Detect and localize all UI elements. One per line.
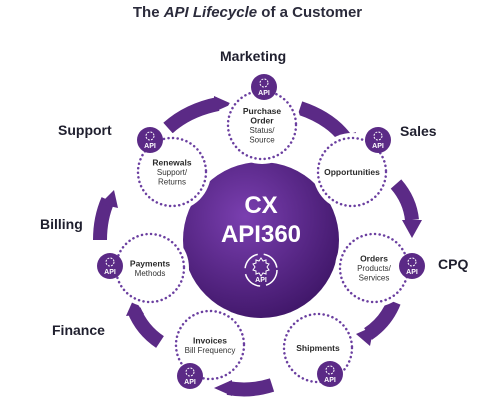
arrow-sales-to-cpq xyxy=(390,179,419,221)
node-sub-text: Products/ xyxy=(357,264,392,273)
node-sub-text: Bill Frequency xyxy=(185,346,236,355)
api-badge-text: API xyxy=(372,143,384,150)
center-hub: CX API360 API xyxy=(183,162,339,318)
arrow-renewals-to-purchase xyxy=(163,97,220,134)
node-sub-text: Status/ xyxy=(250,126,276,135)
stage-label-billing: Billing xyxy=(40,216,83,232)
node-title-text: Payments xyxy=(130,258,170,268)
node-sub-text: Support/ xyxy=(157,168,188,177)
node-dotted-ring xyxy=(316,136,388,208)
node-sub-text: Services xyxy=(359,274,390,283)
node-title-text: Orders xyxy=(360,254,388,264)
diagram-title: The API Lifecycle of a Customer xyxy=(132,4,363,21)
api-badge-text: API xyxy=(184,379,196,386)
node-sub-text: Methods xyxy=(135,269,166,278)
stage-label-marketing: Marketing xyxy=(220,48,287,64)
api-badge-icon: API xyxy=(251,74,277,100)
node-sub-text: Returns xyxy=(158,178,186,187)
node-title-text: Order xyxy=(250,115,274,125)
center-api-badge: API xyxy=(255,277,267,284)
api-badge-text: API xyxy=(144,143,156,150)
arrow-marketing-to-sales xyxy=(297,101,351,143)
api-badge-icon: API xyxy=(317,361,343,387)
cycle-arrows xyxy=(93,96,422,397)
api-badge-text: API xyxy=(258,90,270,97)
api-badge-text: API xyxy=(104,269,116,276)
center-title-api360: API360 xyxy=(221,221,301,248)
arrow-shipments-to-invoices xyxy=(226,378,275,397)
node-title-text: Invoices xyxy=(193,335,227,345)
stage-label-sales: Sales xyxy=(400,123,437,139)
api-badge-icon: API xyxy=(97,253,123,279)
node-title-text: Opportunities xyxy=(324,167,380,177)
stage-node-1: Opportunities API xyxy=(313,127,391,211)
stage-label-support: Support xyxy=(58,122,112,138)
stage-label-cpq: CPQ xyxy=(438,256,469,272)
api-badge-icon: API xyxy=(399,253,425,279)
api-badge-icon: API xyxy=(177,363,203,389)
api-badge-text: API xyxy=(324,377,336,384)
api-badge-text: API xyxy=(406,269,418,276)
stage-label-finance: Finance xyxy=(52,322,105,338)
node-title-text: Renewals xyxy=(152,158,191,168)
node-dotted-ring xyxy=(136,136,208,208)
center-cog-icon xyxy=(252,257,270,277)
center-title-cx: CX xyxy=(244,192,277,219)
api-badge-icon: API xyxy=(137,127,163,153)
arrow-invoices-to-payments xyxy=(127,307,165,348)
node-sub-text: Source xyxy=(249,135,275,144)
arrow-payments-to-renewals xyxy=(93,197,115,241)
api-badge-icon: API xyxy=(365,127,391,153)
node-title-text: Shipments xyxy=(296,343,340,353)
node-title-text: Purchase xyxy=(243,106,282,116)
node-dotted-ring xyxy=(174,309,246,381)
